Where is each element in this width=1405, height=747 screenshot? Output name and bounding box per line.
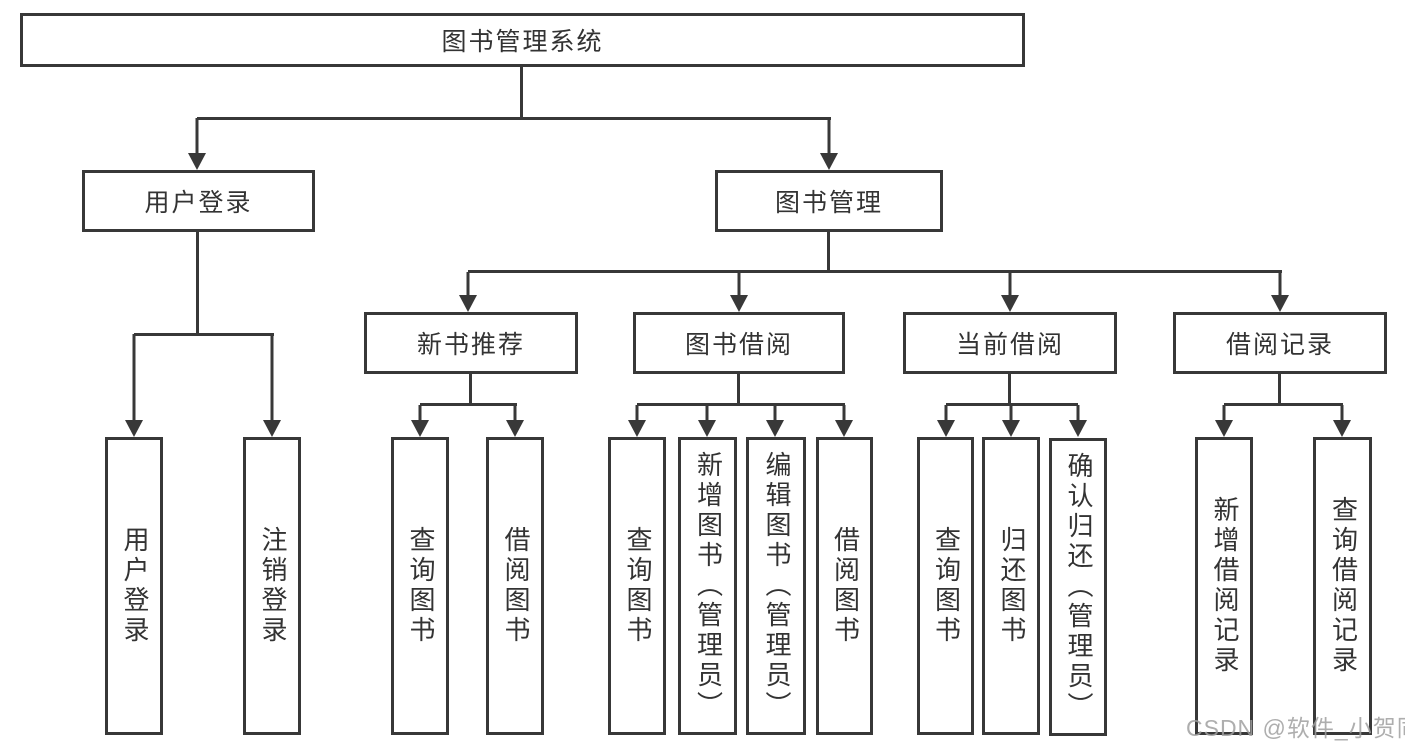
leaf-br-query-record: 查询借阅记录 xyxy=(1313,437,1372,735)
leaf-nb-borrow-book: 借阅图书 xyxy=(486,437,544,735)
node-root-label: 图书管理系统 xyxy=(441,28,604,56)
leaf-cb-query-book: 查询图书 xyxy=(917,437,974,735)
leaf-bb-query-book: 查询图书 xyxy=(608,437,666,735)
node-book-borrow-label: 图书借阅 xyxy=(684,331,793,359)
leaf-bb-borrow-book-label: 借阅图书 xyxy=(830,526,861,646)
leaf-nb-borrow-book-label: 借阅图书 xyxy=(500,526,531,646)
leaf-bb-add-book-label: 新增图书（管理员） xyxy=(693,451,724,721)
connector-hline-root xyxy=(197,117,831,120)
connector-stub-borrow-records xyxy=(1278,374,1281,406)
leaf-bb-borrow-book: 借阅图书 xyxy=(816,437,873,735)
node-borrow-records-label: 借阅记录 xyxy=(1225,331,1334,359)
leaf-bb-add-book: 新增图书（管理员） xyxy=(678,437,737,735)
leaf-user-login-label: 用户登录 xyxy=(119,526,150,646)
connector-arrow-bb-borrow xyxy=(835,405,853,437)
connector-stub-book-borrow xyxy=(737,374,740,406)
node-user-login: 用户登录 xyxy=(82,170,315,232)
connector-arrow-nb-borrow xyxy=(506,405,524,437)
leaf-br-add-record: 新增借阅记录 xyxy=(1195,437,1253,735)
connector-arrow-cb-query xyxy=(937,405,955,437)
node-book-borrow: 图书借阅 xyxy=(633,312,845,374)
leaf-nb-query-book: 查询图书 xyxy=(391,437,449,735)
leaf-logout-label: 注销登录 xyxy=(257,526,288,646)
node-user-login-label: 用户登录 xyxy=(144,189,253,217)
connector-hline-book-mgmt xyxy=(468,270,1282,273)
leaf-cb-return-book-label: 归还图书 xyxy=(996,526,1027,646)
leaf-cb-confirm-return-label: 确认归还（管理员） xyxy=(1063,452,1094,722)
connector-hline-new-book xyxy=(420,403,517,406)
leaf-cb-return-book: 归还图书 xyxy=(982,437,1040,735)
leaf-user-login: 用户登录 xyxy=(105,437,163,735)
node-current-borrow-label: 当前借阅 xyxy=(955,331,1064,359)
connector-arrow-new-book xyxy=(459,272,477,312)
connector-arrow-borrow-records xyxy=(1271,272,1289,312)
leaf-br-query-record-label: 查询借阅记录 xyxy=(1328,496,1359,676)
leaf-logout: 注销登录 xyxy=(243,437,301,735)
connector-arrow-user-login xyxy=(188,118,206,170)
connector-stub-user-login xyxy=(196,232,199,336)
csdn-watermark: CSDN @软件_小贺同学 xyxy=(1186,715,1405,741)
connector-stub-root xyxy=(520,66,523,119)
connector-stub-book-mgmt xyxy=(827,232,830,273)
node-book-mgmt-label: 图书管理 xyxy=(774,189,883,217)
connector-arrow-bb-add xyxy=(698,405,716,437)
connector-arrow-cb-confirm xyxy=(1069,405,1087,437)
node-current-borrow: 当前借阅 xyxy=(903,312,1117,374)
leaf-cb-confirm-return: 确认归还（管理员） xyxy=(1049,438,1107,736)
connector-arrow-nb-query xyxy=(411,405,429,437)
node-borrow-records: 借阅记录 xyxy=(1173,312,1387,374)
leaf-br-add-record-label: 新增借阅记录 xyxy=(1209,496,1240,676)
connector-arrow-br-query xyxy=(1333,405,1351,437)
node-new-book-recommend: 新书推荐 xyxy=(364,312,578,374)
connector-arrow-br-add xyxy=(1215,405,1233,437)
connector-hline-book-borrow xyxy=(637,403,845,406)
connector-arrow-current-borrow xyxy=(1001,272,1019,312)
connector-arrow-book-mgmt xyxy=(820,118,838,170)
leaf-cb-query-book-label: 查询图书 xyxy=(931,526,962,646)
connector-arrow-logout xyxy=(263,334,281,437)
leaf-bb-query-book-label: 查询图书 xyxy=(622,526,653,646)
connector-stub-current-borrow xyxy=(1008,374,1011,406)
node-root: 图书管理系统 xyxy=(20,13,1025,67)
connector-stub-new-book xyxy=(469,374,472,406)
node-new-book-recommend-label: 新书推荐 xyxy=(416,331,525,359)
connector-arrow-cb-return xyxy=(1002,405,1020,437)
connector-arrow-login xyxy=(125,334,143,437)
node-book-mgmt: 图书管理 xyxy=(715,170,943,232)
connector-arrow-bb-edit xyxy=(766,405,784,437)
connector-arrow-bb-query xyxy=(628,405,646,437)
connector-arrow-book-borrow xyxy=(730,272,748,312)
connector-hline-user-login xyxy=(134,333,274,336)
leaf-nb-query-book-label: 查询图书 xyxy=(405,526,436,646)
leaf-bb-edit-book-label: 编辑图书（管理员） xyxy=(761,451,792,721)
leaf-bb-edit-book: 编辑图书（管理员） xyxy=(746,437,806,735)
connector-hline-borrow-records xyxy=(1224,403,1343,406)
